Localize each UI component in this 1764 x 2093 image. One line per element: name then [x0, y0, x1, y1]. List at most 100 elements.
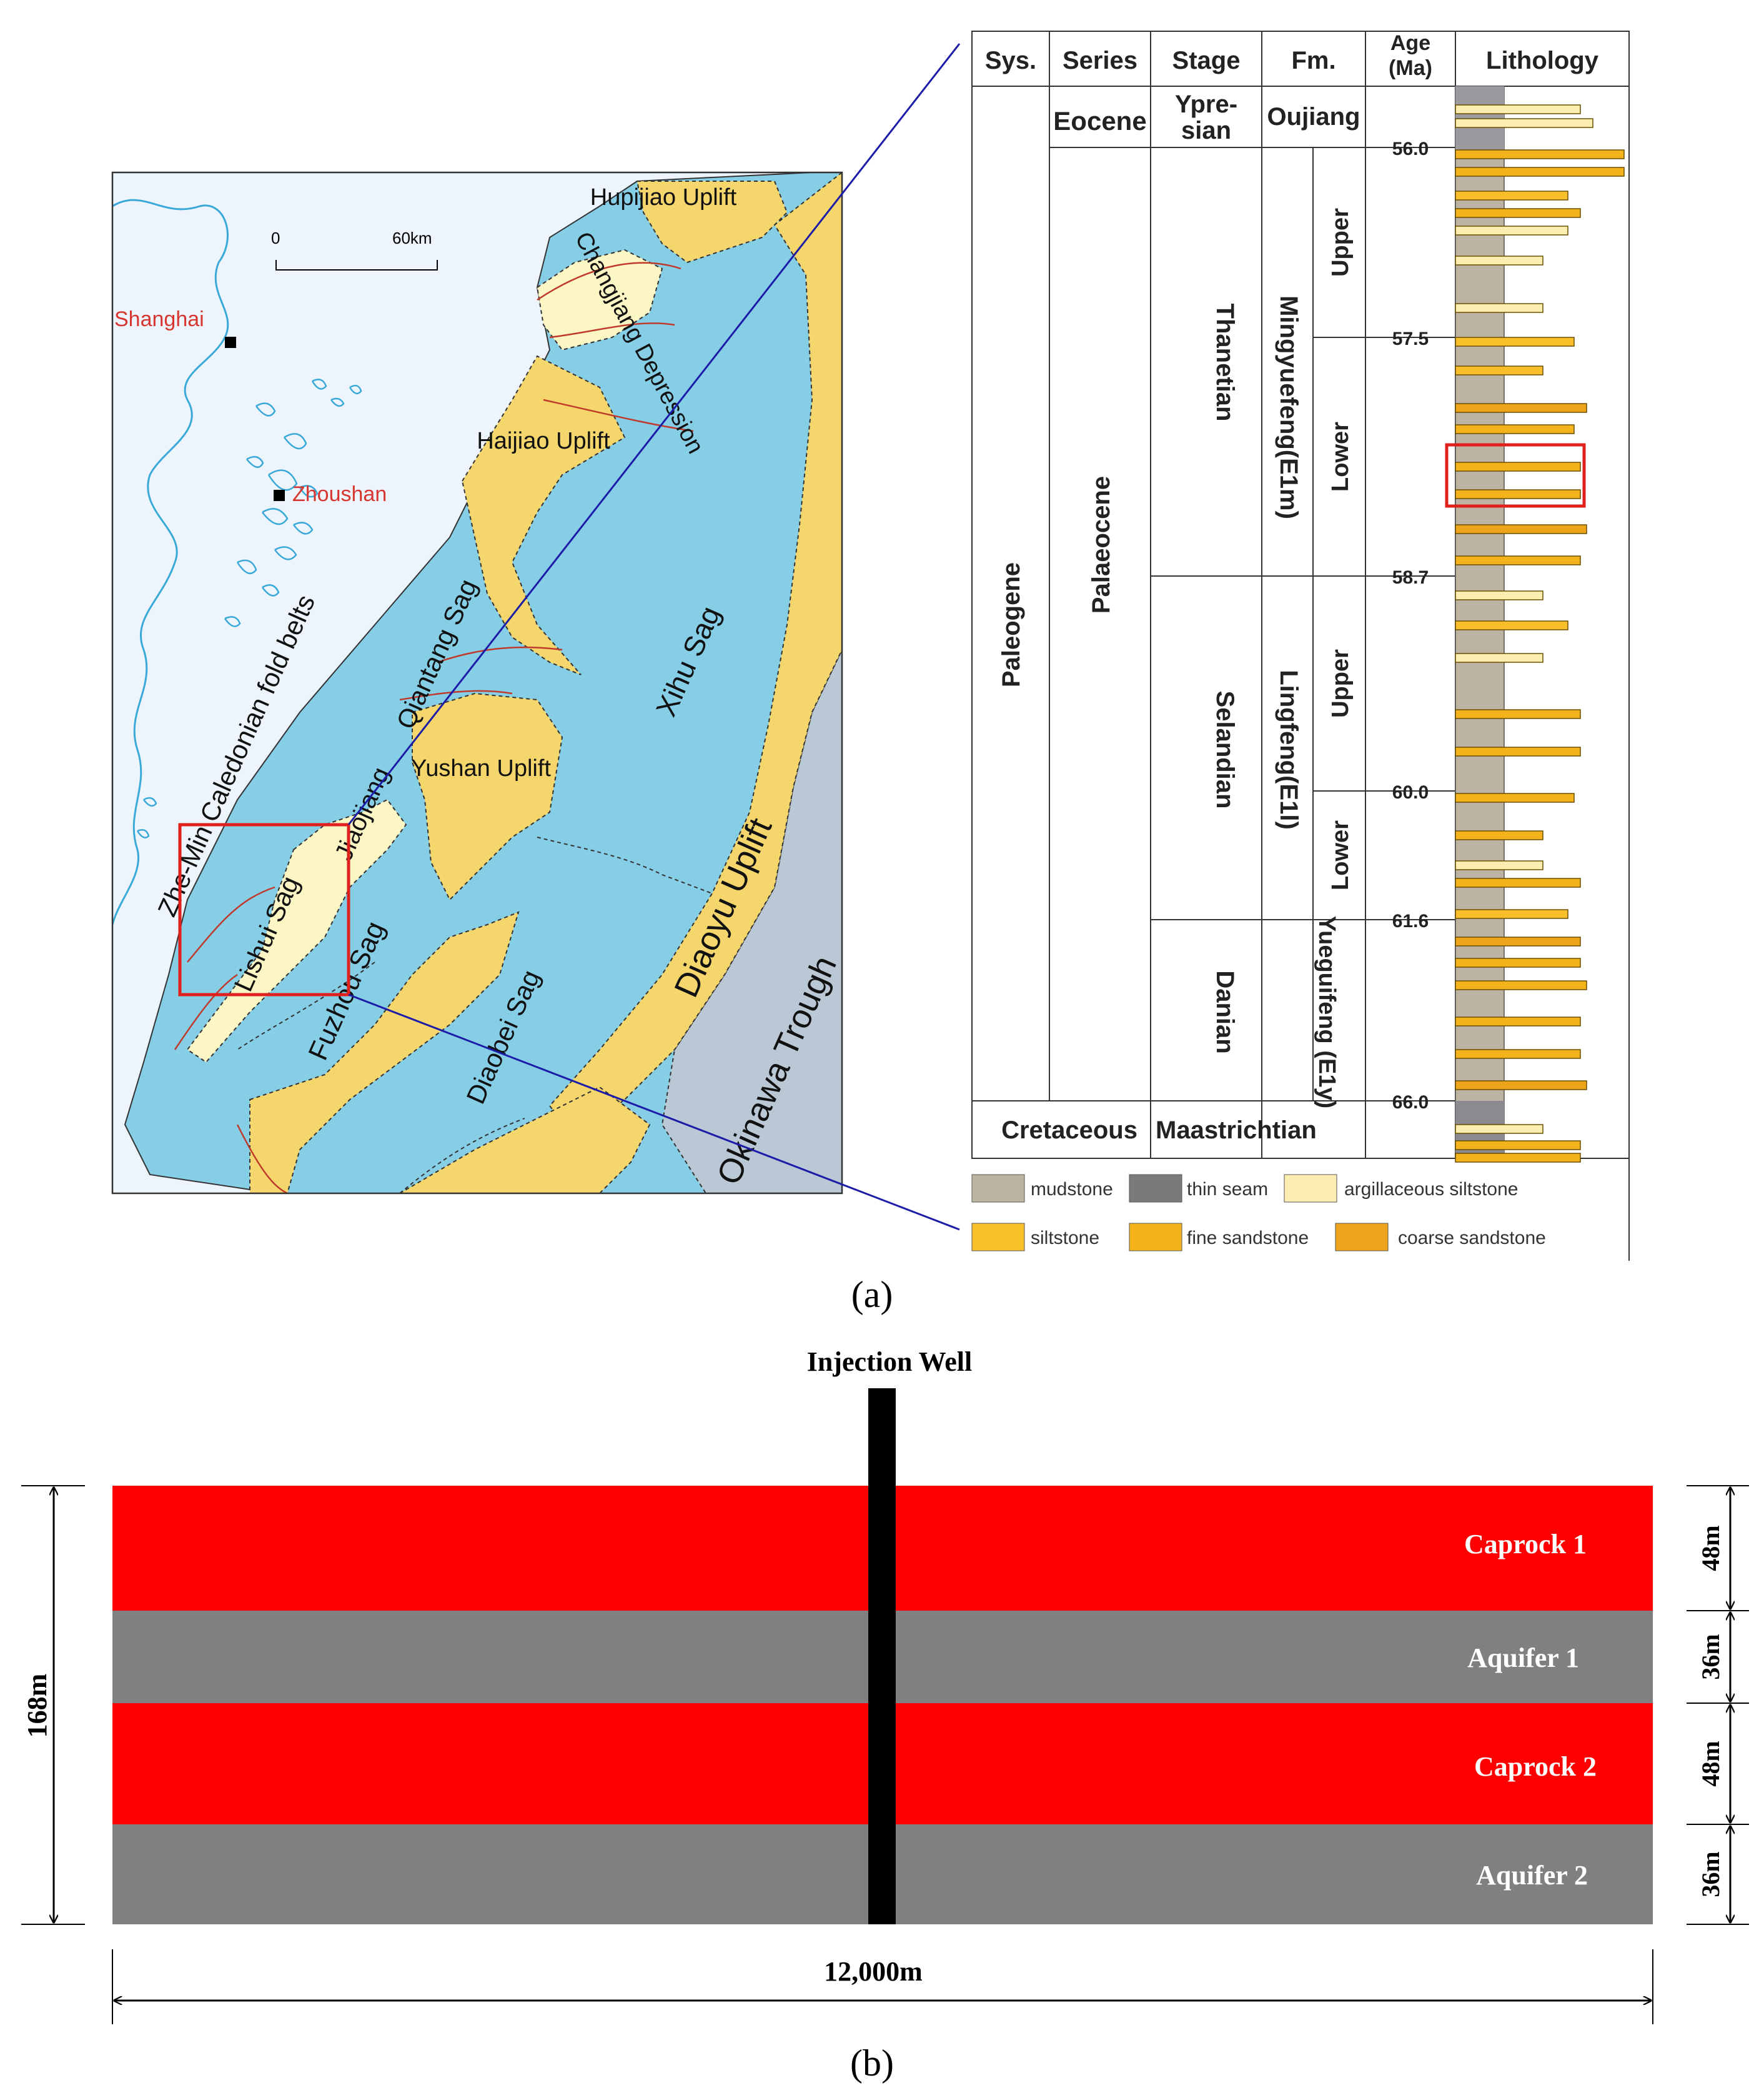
region-label-hupijiao-text: Hupijiao Uplift	[590, 184, 737, 211]
legend-coarse-sandstone: coarse sandstone	[1398, 1228, 1546, 1248]
lithology-bed	[1455, 980, 1587, 990]
fm-oujiang: Oujiang	[1267, 103, 1360, 131]
southern-uplift-area	[399, 1086, 651, 1193]
geologic-map: 0 60km Shanghai Zhoushan Hupijiao Uplift…	[111, 171, 843, 1195]
legend-swatch-fine-sandstone	[1129, 1223, 1182, 1251]
legend-swatch-mudstone	[971, 1174, 1025, 1203]
dashed-boundaries	[237, 837, 713, 1193]
lithology-bed	[1455, 104, 1581, 114]
legend-arg-siltstone: argillaceous siltstone	[1344, 1179, 1518, 1200]
diaoyu-uplift-area	[548, 172, 842, 1138]
city-label-shanghai: Shanghai	[114, 307, 204, 331]
member-upper-2: Upper	[1327, 649, 1354, 718]
lithology-bed	[1455, 878, 1581, 888]
lithology-bed	[1455, 256, 1544, 266]
lithology-bed	[1455, 793, 1575, 803]
map-frame	[111, 171, 843, 1195]
thickness-caprock-1: 48m	[1697, 1525, 1725, 1571]
target-interval-box	[1445, 443, 1586, 508]
islands	[136, 379, 362, 838]
stage-ypresian: Ypre-sian	[1175, 91, 1237, 144]
header-sys: Sys.	[985, 47, 1036, 74]
fm-lingfeng: Lingfeng(E1l)	[1275, 670, 1302, 830]
diaobei-uplift-area	[249, 911, 520, 1193]
age-56-0: 56.0	[1392, 139, 1429, 159]
total-height-label: 168m	[22, 1674, 52, 1738]
region-label-yushan: Yushan Uplift	[411, 755, 551, 782]
lithology-bed	[1455, 1124, 1544, 1134]
lithology-bed	[1455, 709, 1581, 719]
age-58-7: 58.7	[1392, 567, 1429, 588]
fault-lines	[174, 262, 694, 1193]
coastline	[112, 199, 229, 925]
stage-selandian: Selandian	[1211, 691, 1239, 809]
system-paleogene: Paleogene	[998, 562, 1025, 687]
lithology-bed	[1455, 555, 1581, 565]
lithology-log	[1445, 86, 1625, 1163]
lithology-bed	[1455, 337, 1575, 347]
layer-label-aquifer-2: Aquifer 2	[1476, 1860, 1588, 1891]
lithology-bed	[1455, 1080, 1587, 1090]
layer-label-caprock-2: Caprock 2	[1474, 1751, 1597, 1782]
lithology-bed	[1455, 208, 1581, 218]
shanghai-marker	[225, 337, 236, 348]
member-lower-2: Lower	[1327, 820, 1354, 890]
lithology-bed	[1455, 167, 1625, 177]
lithology-bed	[1455, 937, 1581, 947]
region-label-haijiao: Haijiao Uplift	[477, 428, 610, 454]
lithology-bed	[1455, 620, 1568, 630]
legend-swatch-thin-seam	[1129, 1174, 1182, 1203]
yushan-uplift-area	[412, 692, 563, 901]
lithology-bed	[1455, 1049, 1581, 1059]
header-series: Series	[1063, 47, 1137, 74]
lithology-bed	[1455, 424, 1575, 434]
city-label-zhoushan: Zhoushan	[292, 482, 387, 506]
width-label: 12,000m	[824, 1956, 923, 1987]
thickness-caprock-2: 48m	[1697, 1741, 1725, 1786]
layer-label-caprock-1: Caprock 1	[1464, 1529, 1587, 1559]
legend-swatch-siltstone	[971, 1223, 1025, 1251]
zhoushan-marker	[274, 490, 285, 501]
legend-thin-seam: thin seam	[1187, 1179, 1268, 1200]
lithology-bed	[1455, 747, 1581, 757]
legend-swatch-coarse-sandstone	[1335, 1223, 1389, 1251]
model-cross-section: Injection Well Caprock 1 Aquifer 1 Capro…	[21, 1346, 1749, 2024]
lithology-bed	[1455, 118, 1593, 128]
column-headers: Sys. Series Stage Fm. Age(Ma) Lithology	[985, 31, 1599, 80]
lithology-bed	[1455, 830, 1544, 840]
lithology-bed	[1455, 1017, 1581, 1027]
lithology-bed	[1455, 653, 1544, 663]
scale-zero-label: 0	[271, 229, 280, 247]
injection-well	[868, 1388, 896, 1924]
series-palaeocene: Palaeocene	[1088, 476, 1115, 614]
lithology-bed	[1455, 149, 1625, 159]
lithology-bed	[1455, 462, 1581, 472]
thickness-aquifer-1: 36m	[1697, 1634, 1725, 1679]
lithology-bed	[1455, 590, 1544, 600]
layer-labels: Caprock 1 Aquifer 1 Caprock 2 Aquifer 2	[1464, 1529, 1597, 1891]
lithology-bed	[1455, 365, 1544, 375]
lithology-bed	[1455, 1140, 1581, 1150]
lithology-bed	[1455, 1153, 1581, 1163]
connector-lines	[347, 43, 961, 1231]
injection-well-label: Injection Well	[807, 1346, 972, 1377]
scale-bar: 0 60km	[271, 229, 438, 271]
legend-swatch-arg-siltstone	[1284, 1174, 1337, 1203]
jiaojiang-pale-area	[186, 798, 407, 1063]
legend-mudstone: mudstone	[1031, 1179, 1113, 1200]
age-66-0: 66.0	[1392, 1092, 1429, 1113]
lithology-bed	[1455, 191, 1568, 201]
age-57-5: 57.5	[1392, 329, 1429, 349]
lithology-bed	[1455, 403, 1587, 413]
header-stage: Stage	[1172, 47, 1241, 74]
sandstone-beds	[1455, 104, 1625, 1163]
lithology-bed	[1455, 303, 1544, 313]
lithology-bed	[1455, 860, 1544, 870]
study-area-box	[178, 823, 350, 997]
header-lithology: Lithology	[1486, 47, 1599, 74]
lithology-bed	[1455, 524, 1587, 534]
member-upper-1: Upper	[1327, 208, 1354, 277]
thickness-ticks	[1687, 1485, 1749, 1925]
series-eocene: Eocene	[1053, 106, 1146, 136]
